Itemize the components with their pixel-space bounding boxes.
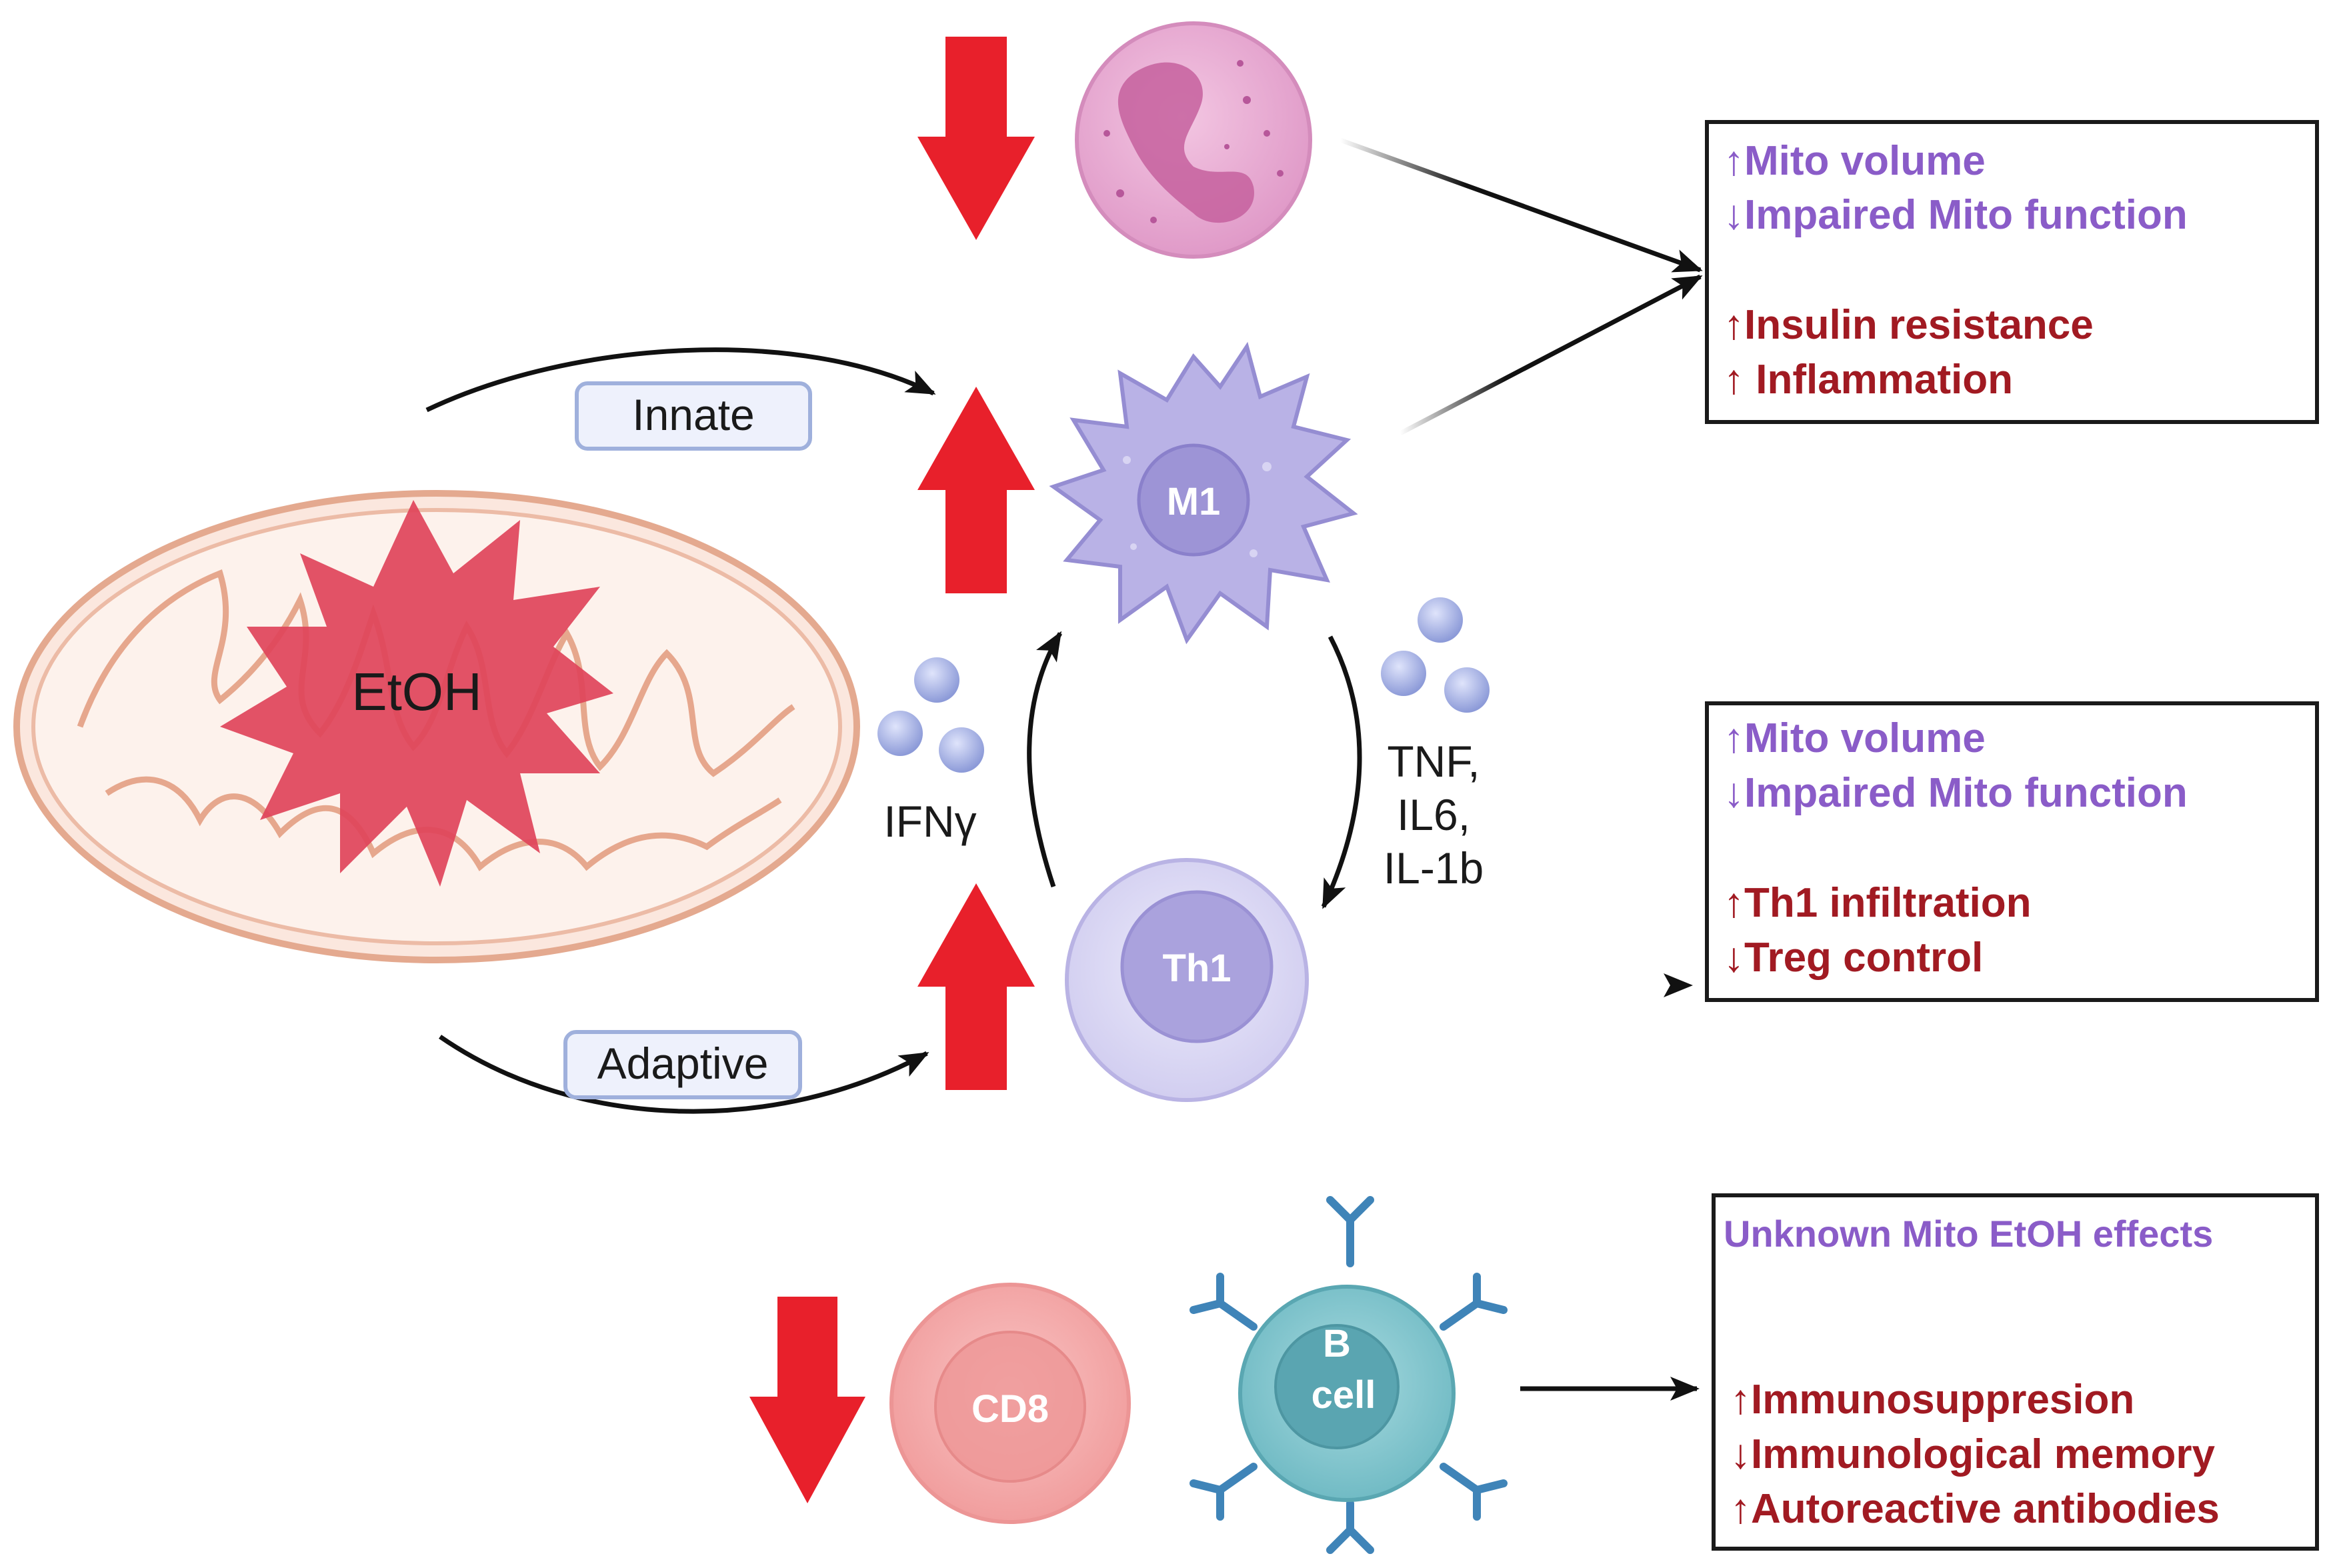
innate-label: Innate xyxy=(632,390,755,439)
tnf-label-line-1: TNF, xyxy=(1387,737,1480,786)
tnf-label-group: TNF, IL6, IL-1b xyxy=(1384,737,1484,893)
neutrophil-cell xyxy=(1075,21,1312,259)
adaptive-label-box: Adaptive xyxy=(563,1030,802,1099)
box2-effect-line-2: ↓Treg control xyxy=(1724,935,1983,981)
tnf-label-line-3: IL-1b xyxy=(1384,843,1484,893)
ifn-label: IFNγ xyxy=(883,797,976,846)
m1-label: M1 xyxy=(1167,480,1221,523)
m1-increase-arrow xyxy=(917,387,1035,593)
th1-cell: Th1 xyxy=(1065,858,1309,1102)
tnf-label-line-2: IL6, xyxy=(1397,790,1470,839)
th1-label: Th1 xyxy=(1162,947,1231,990)
innate-label-box: Innate xyxy=(575,381,812,451)
innate-arrow xyxy=(425,347,936,413)
etoh-burst: EtOH xyxy=(220,500,613,887)
b-cell: B cell xyxy=(1190,1196,1508,1554)
box3-effect-line-1: ↑Immunosuppresion xyxy=(1730,1377,2134,1423)
outcome-box-1: ↑Mito volume ↓Impaired Mito function ↑In… xyxy=(1705,120,2319,424)
box3-effect-line-3: ↑Autoreactive antibodies xyxy=(1730,1486,2220,1532)
m1-to-box1-arrow xyxy=(1399,274,1703,436)
box2-effect-line-1: ↑Th1 infiltration xyxy=(1724,880,2032,926)
bcell-label-line-2: cell xyxy=(1312,1373,1376,1417)
m1-to-th1-arrow xyxy=(1321,635,1362,909)
box1-effect-line-2: ↑ Inflammation xyxy=(1724,357,2013,403)
th1-increase-arrow xyxy=(917,883,1035,1090)
box3-mito-line-1: Unknown Mito EtOH effects xyxy=(1724,1213,2213,1255)
outcome-box-3: Unknown Mito EtOH effects ↑Immunosuppres… xyxy=(1712,1193,2319,1551)
box3-effect-line-2: ↓Immunological memory xyxy=(1730,1431,2215,1477)
cd8-cell: CD8 xyxy=(889,1283,1131,1524)
box1-effect-line-1: ↑Insulin resistance xyxy=(1724,302,2094,348)
neutrophil-to-box1-arrow xyxy=(1339,137,1703,273)
box1-mito-line-1: ↑Mito volume xyxy=(1724,138,1986,184)
cd8-decrease-arrow xyxy=(749,1297,865,1503)
box2-mito-line-2: ↓Impaired Mito function xyxy=(1724,770,2188,816)
tnf-cytokine-icon xyxy=(1381,597,1490,713)
etoh-label: EtOH xyxy=(351,662,482,721)
cd8-label: CD8 xyxy=(971,1387,1049,1431)
antibody-icon xyxy=(1190,1196,1508,1554)
bcell-label-line-1: B xyxy=(1323,1322,1351,1365)
adaptive-arrow xyxy=(439,1035,929,1114)
outcome-box-2: ↑Mito volume ↓Impaired Mito function ↑Th… xyxy=(1705,701,2319,1002)
neutrophil-nucleus xyxy=(1117,62,1254,223)
ifn-cytokine-icon xyxy=(877,657,984,773)
m1-macrophage-cell: M1 xyxy=(1049,341,1358,645)
etoh-star-icon xyxy=(220,500,613,887)
adaptive-label: Adaptive xyxy=(597,1039,769,1088)
neutrophil-decrease-arrow xyxy=(917,37,1035,240)
box2-mito-line-1: ↑Mito volume xyxy=(1724,715,1986,761)
box1-mito-line-2: ↓Impaired Mito function xyxy=(1724,192,2188,238)
th1-to-m1-arrow xyxy=(1027,631,1063,888)
